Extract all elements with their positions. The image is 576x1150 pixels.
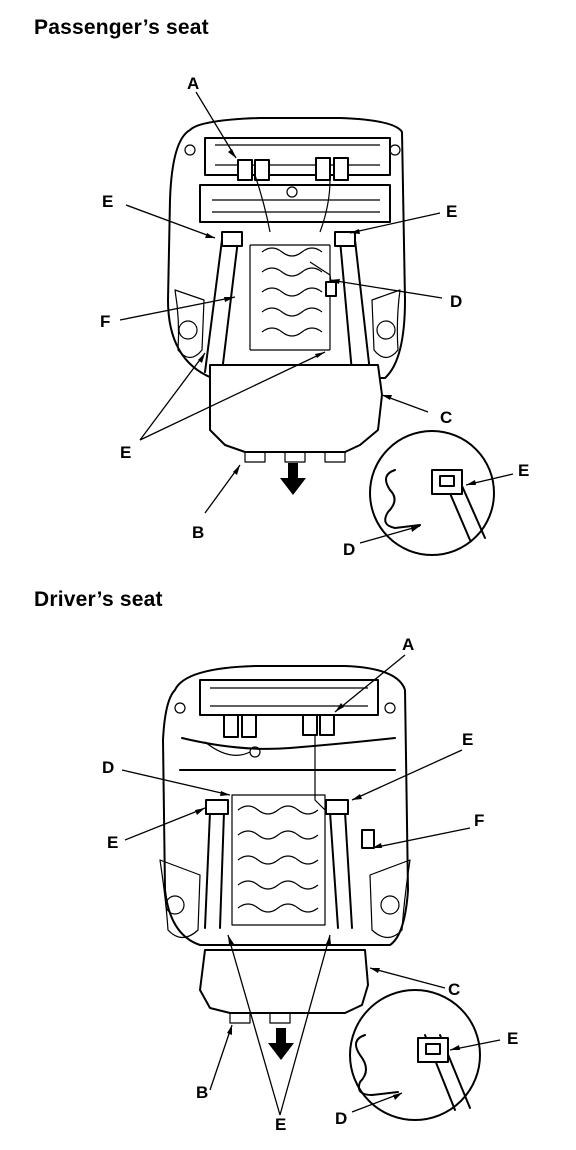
- passenger-forward-arrow: [280, 463, 306, 495]
- driver-callout-d-inset: D: [335, 1109, 347, 1128]
- driver-callout-e-inset: E: [507, 1029, 518, 1048]
- passenger-callout-b: B: [192, 523, 204, 542]
- passenger-seat-diagram: A E E F D C E B E D: [100, 74, 529, 559]
- passenger-callout-c: C: [440, 408, 452, 427]
- driver-callout-c: C: [448, 980, 460, 999]
- passenger-callout-a: A: [187, 74, 199, 93]
- passenger-callout-e-left: E: [102, 192, 113, 211]
- driver-seat-diagram: A D E E F C B E E D: [102, 635, 518, 1134]
- driver-inset-detail: [349, 989, 481, 1121]
- passenger-callout-f: F: [100, 312, 110, 331]
- driver-callout-e-left: E: [107, 833, 118, 852]
- passenger-inset-detail: [369, 430, 495, 556]
- driver-forward-arrow: [268, 1028, 294, 1060]
- passenger-callout-e-lower: E: [120, 443, 131, 462]
- passenger-callout-e-right: E: [446, 202, 457, 221]
- driver-callout-e-bottom: E: [275, 1115, 286, 1134]
- driver-callout-a: A: [402, 635, 414, 654]
- passenger-leaders: [119, 91, 514, 544]
- driver-callout-b: B: [196, 1083, 208, 1102]
- passenger-callout-e-inset: E: [518, 461, 529, 480]
- driver-seat-frame: [159, 665, 411, 1024]
- driver-seat-heading: Driver’s seat: [34, 588, 163, 611]
- driver-callout-f: F: [474, 811, 484, 830]
- passenger-seat-heading: Passenger’s seat: [34, 16, 209, 39]
- passenger-callout-d-inset: D: [343, 540, 355, 559]
- driver-callout-d: D: [102, 758, 114, 777]
- driver-callout-e-right: E: [462, 730, 473, 749]
- passenger-callout-d: D: [450, 292, 462, 311]
- driver-leaders: [121, 654, 501, 1116]
